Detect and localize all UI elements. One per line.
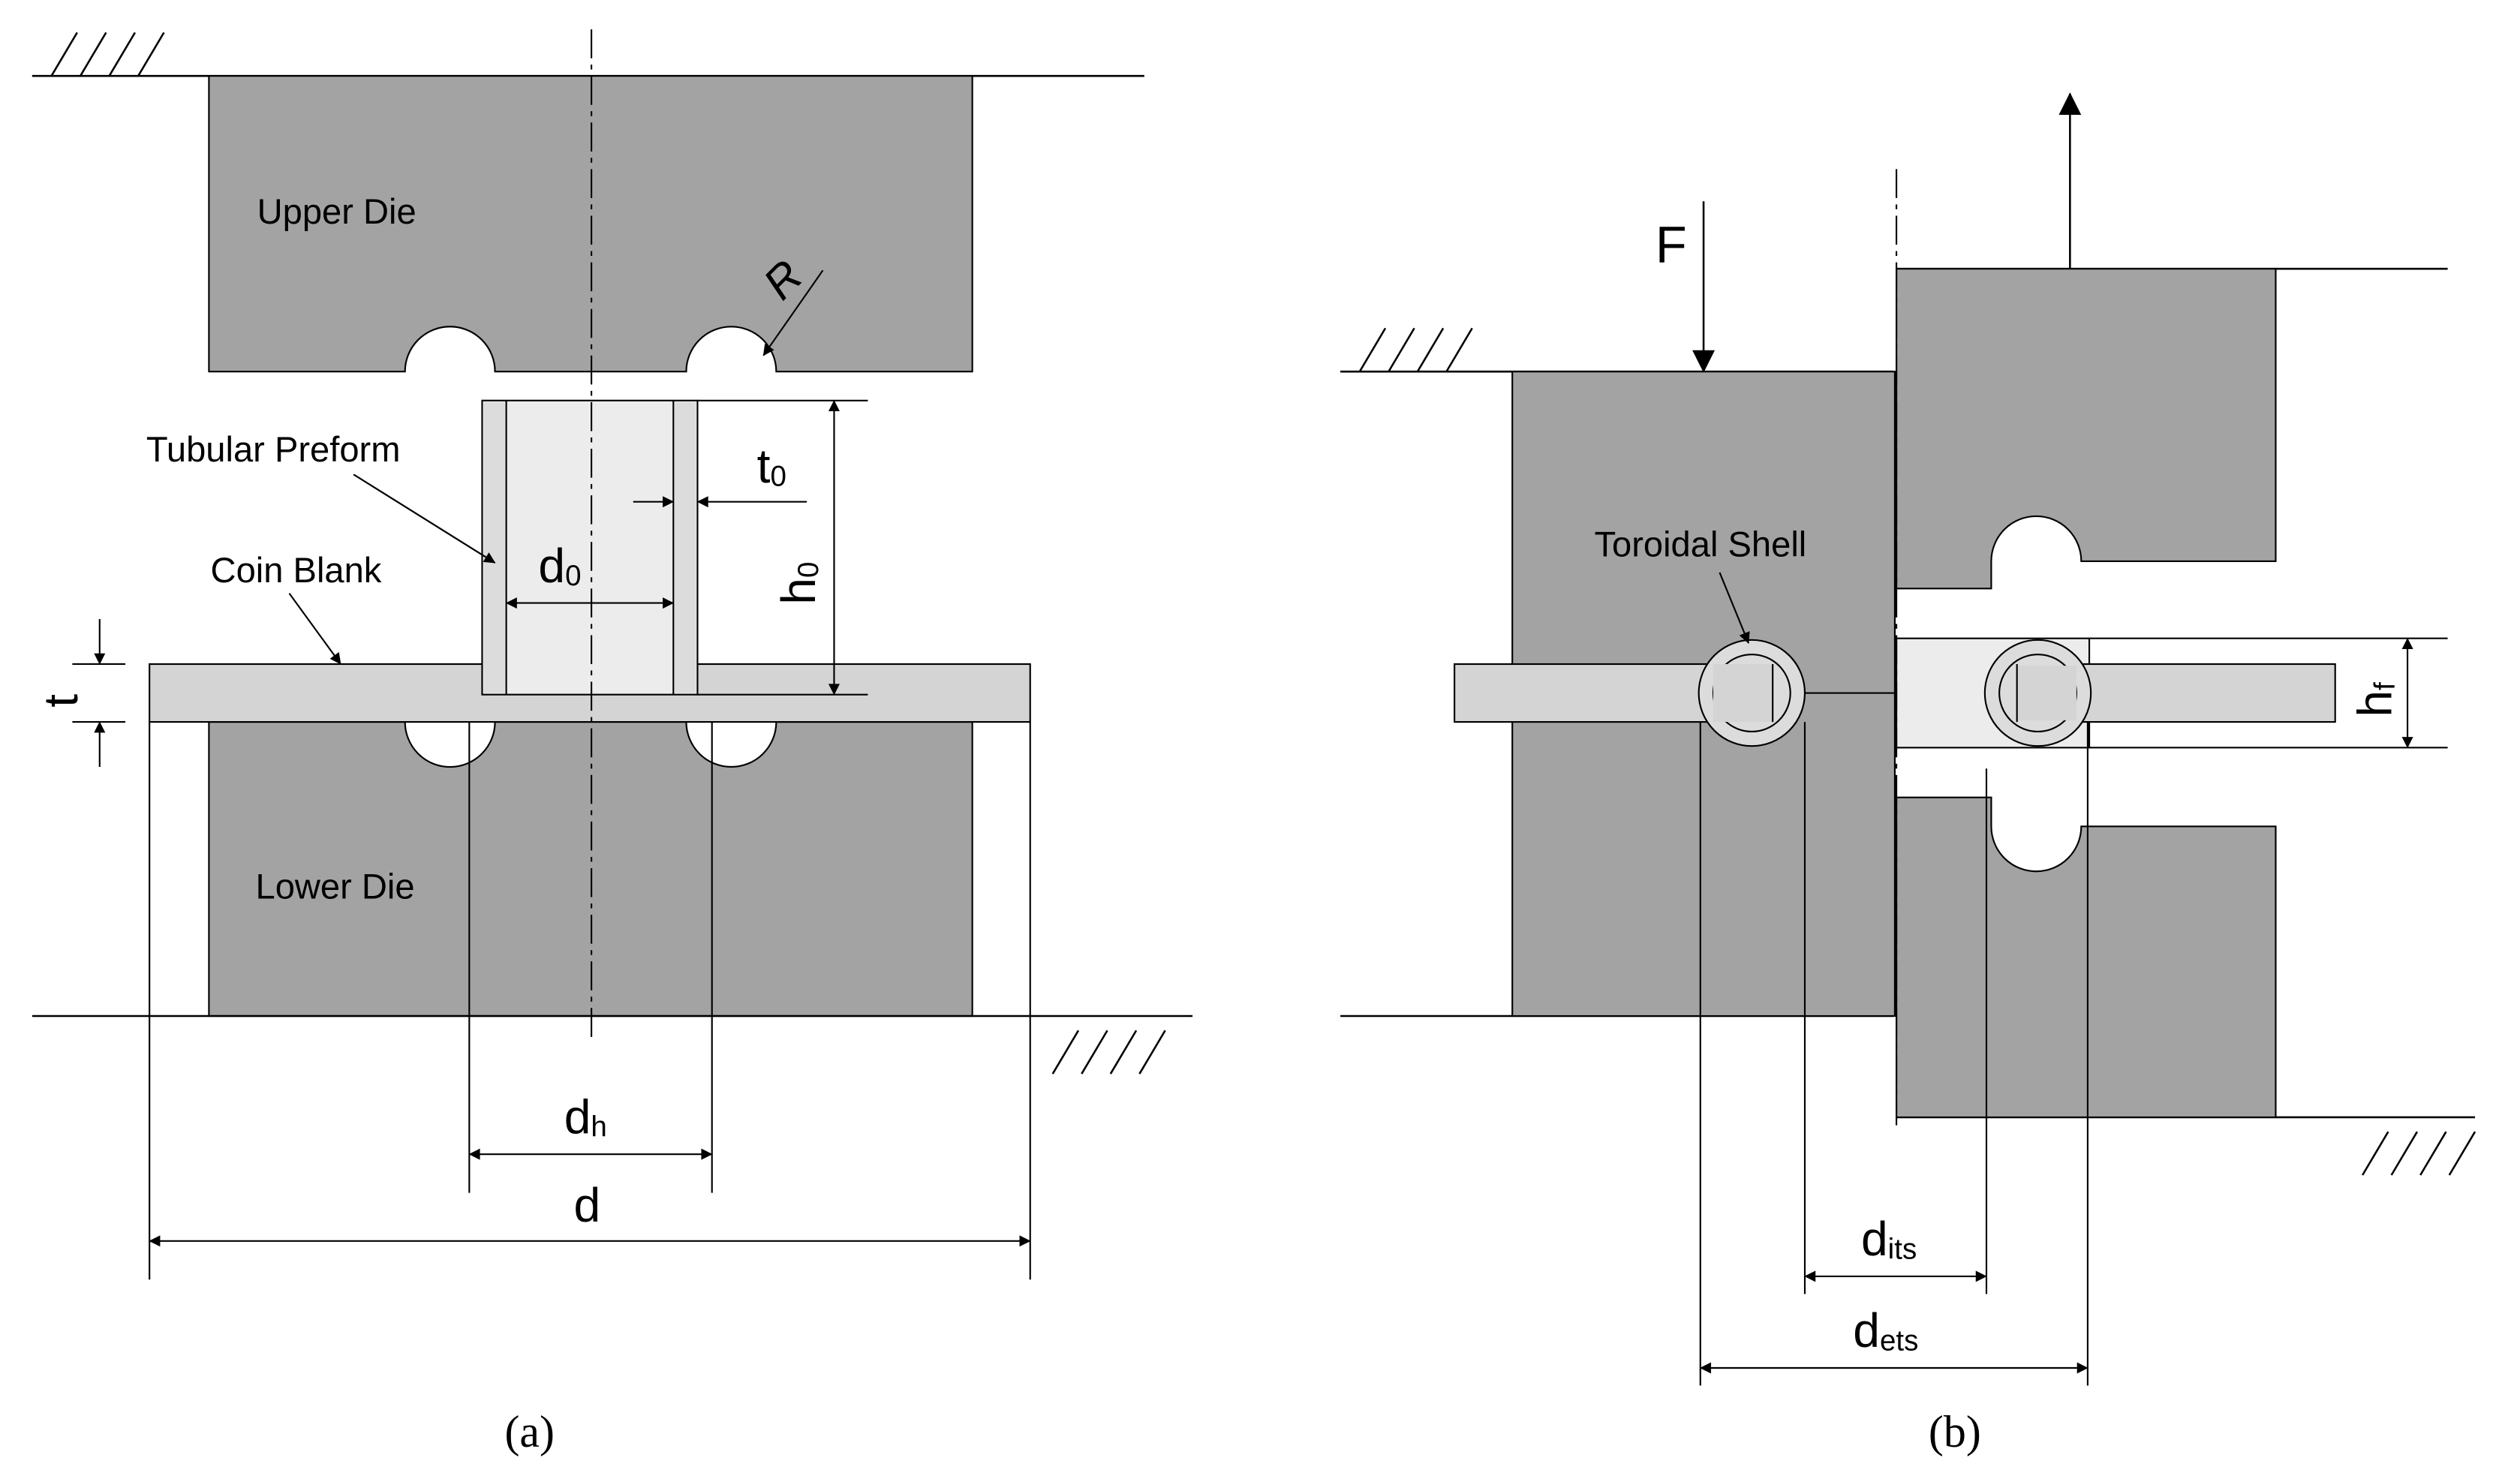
caption-b: (b) [1929,1407,1981,1456]
extension-lines-b [1699,722,2088,1386]
tubular-preform-label: Tubular Preform [146,429,401,469]
h0-label: h0 [771,562,825,605]
radius-leader [762,269,824,356]
toroidal-shell-left [1698,639,1806,747]
d-label: d [574,1178,601,1232]
ground-hatch-bottom [32,1015,1193,1075]
extension-lines-a [72,399,1031,1280]
right-upper-die [1895,268,2277,590]
force-label: F [1655,216,1687,274]
caption-a: (a) [504,1407,555,1456]
tubular-preform [481,399,699,696]
dh-label: dh [564,1090,607,1144]
t-label: t [34,694,88,708]
dets-label: dets [1853,1303,1918,1357]
coin-blank-leader [288,593,341,665]
d0-label: d0 [538,539,581,593]
tubular-preform-leader [353,473,496,564]
coin-blank-label: Coin Blank [211,550,382,590]
hf-label: hf [2348,682,2402,717]
lower-die-label: Lower Die [256,867,415,906]
panel-b: F Toroidal Shell hf dits dets [1340,92,2476,1456]
upper-die-label: Upper Die [257,191,416,231]
ground-hatch-top [32,32,1144,77]
toroidal-shell-leader [1719,572,1750,644]
dits-label: dits [1861,1212,1917,1266]
panel-a: R Upper Die Lower Die Tubular Preform Co… [32,29,1193,1456]
toroidal-shell-label: Toroidal Shell [1594,525,1806,564]
t0-label: t0 [757,439,786,493]
toroidal-shell-right [1983,639,2092,747]
right-lower-die [1895,796,2277,1118]
